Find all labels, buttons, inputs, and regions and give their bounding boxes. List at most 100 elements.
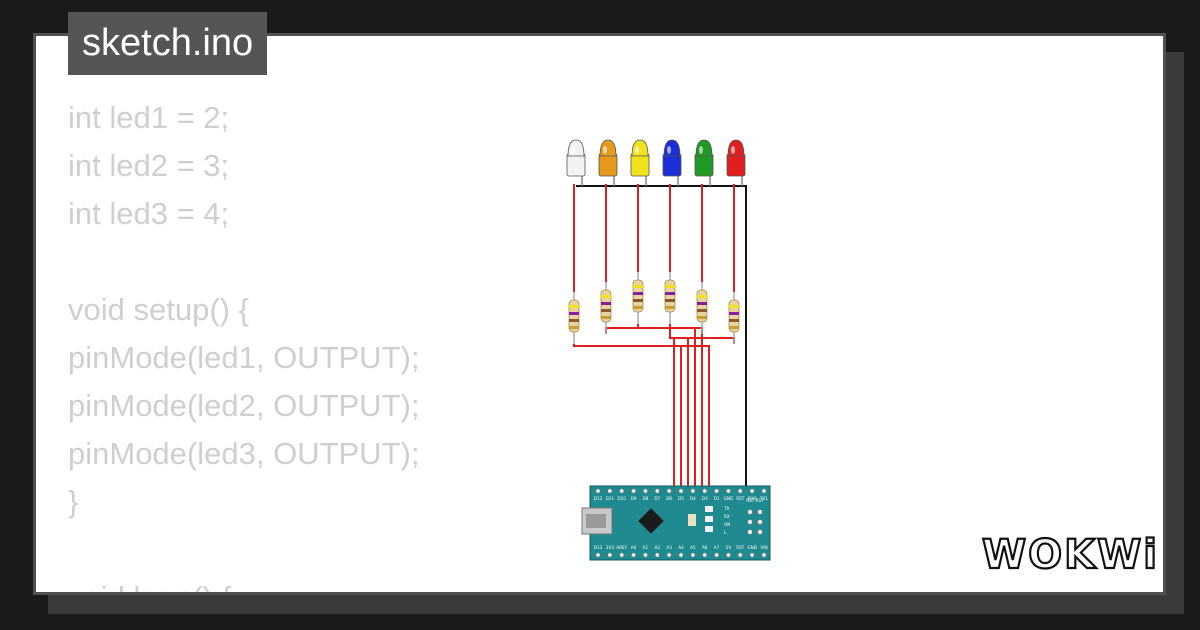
bottom-pin-label: A7 [714,545,720,550]
code-line [68,238,419,286]
bottom-pin-hole [631,552,637,558]
file-name-tab: sketch.ino [68,12,268,75]
bottom-pin-label: VIN [760,545,767,550]
code-line: pinMode(led1, OUTPUT); [68,340,420,375]
bottom-pin-label: D13 [594,545,603,550]
bottom-pin-label: AREF [616,545,627,550]
bottom-pin-hole [619,552,625,558]
bottom-pin-hole [607,552,613,558]
code-line: int led2 = 3; [68,148,230,183]
led-5-shine [731,146,735,154]
led-2-shine [635,146,639,154]
resistor-band [665,299,675,302]
bottom-pin-hole [749,552,755,558]
top-pin-label: RX0 [748,496,757,501]
wokwi-logo: WOKWi [981,531,1158,579]
resistor-band [601,302,611,305]
board-side-label: ON [724,522,730,527]
top-pin-hole [761,488,767,494]
led-3-dome [663,139,681,157]
top-pin-hole [666,488,672,494]
icsp-pin [747,529,753,535]
top-pin-hole [631,488,637,494]
board-pcb [589,485,771,561]
top-pin-hole [595,488,601,494]
board-side-label: RX [724,514,730,519]
resistor-band [601,295,611,298]
bottom-pin-label: 5V [726,545,732,550]
resistor-band [729,305,739,308]
top-pin-hole [642,488,648,494]
top-pin-hole [678,488,684,494]
icsp-pin [747,509,753,515]
bottom-pin-label: A1 [643,545,649,550]
top-pin-label: D9 [631,496,637,501]
top-pin-hole [714,488,720,494]
led-4-base [694,153,714,177]
bottom-pin-label: GND [747,545,757,550]
top-pin-label: D3 [702,496,708,501]
top-pin-label: TX1 [759,496,768,501]
bottom-pin-hole [654,552,660,558]
top-pin-hole [749,488,755,494]
resistor-to-board-wire [673,337,735,488]
led-1-dome [599,139,617,157]
resistor-band [633,285,643,288]
resistor-band [697,309,707,312]
led-4-shine [699,146,703,154]
bottom-pin-label: A3 [666,545,672,550]
resistor-band [697,295,707,298]
board-side-label: L [724,530,727,535]
led-3-base [662,153,682,177]
preview-card: int led1 = 2;int led2 = 3;int led3 = 4;v… [33,33,1166,595]
top-pin-label: D7 [654,496,660,501]
resistor-band [665,306,675,309]
led-5-base [726,153,746,177]
resistor-band [665,292,675,295]
led-0-dome [567,139,585,157]
resistor-band [569,326,579,329]
top-pin-label: D2 [714,496,720,501]
resistor-band [633,292,643,295]
resistor-band [633,299,643,302]
top-pin-label: D6 [666,496,672,501]
icsp-pin [747,519,753,525]
code-line: pinMode(led2, OUTPUT); [68,388,420,423]
led-group [566,139,746,177]
bottom-pin-hole [714,552,720,558]
bottom-pin-label: A5 [690,545,696,550]
bottom-pin-label: A0 [631,545,637,550]
resistor-band [569,312,579,315]
top-pin-hole [690,488,696,494]
top-pin-label: D5 [678,496,684,501]
led-1-shine [603,146,607,154]
top-pin-hole [607,488,613,494]
resistor-band [569,319,579,322]
signal-wires [573,184,735,488]
led-2-base [630,153,650,177]
top-pin-hole [654,488,660,494]
resistor-to-board-wire [573,344,710,488]
resistor-band [729,326,739,329]
board-side-label: TX [723,506,730,511]
ground-wire [576,185,747,551]
bottom-pin-label: A4 [678,545,684,550]
top-pin-label: D10 [617,496,626,501]
bottom-pin-label: A6 [702,545,708,550]
led-1-base [598,153,618,177]
top-pin-hole [702,488,708,494]
mcu-chip [638,508,664,534]
bottom-pin-hole [761,552,767,558]
top-pin-hole [737,488,743,494]
led-0-base [566,153,586,177]
resistor-band [729,312,739,315]
bottom-pin-label: 3V3 [606,545,615,550]
top-pin-label: D12 [594,496,603,501]
resistor-band [601,316,611,319]
status-led [705,526,713,532]
resistor-group [568,272,740,344]
icsp-pin [757,519,763,525]
top-pin-hole [619,488,625,494]
bottom-pin-hole [595,552,601,558]
